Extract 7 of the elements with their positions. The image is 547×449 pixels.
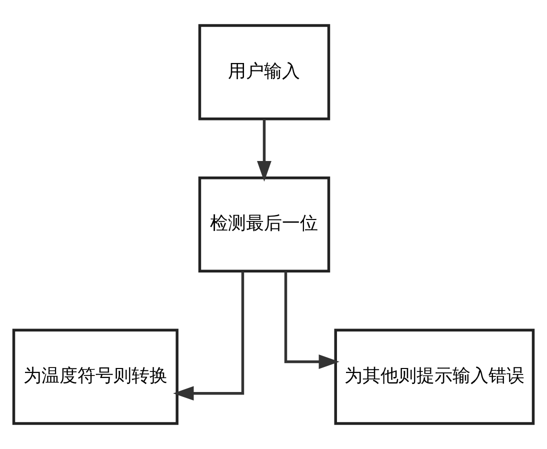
arrow	[257, 119, 272, 182]
arrow	[173, 272, 244, 401]
node-box: 为温度符号则转换	[12, 328, 178, 425]
node-box: 用户输入	[198, 24, 330, 120]
node-box: 检测最后一位	[198, 176, 330, 273]
node-box: 为其他则提示输入错误	[334, 328, 535, 425]
arrow	[284, 271, 340, 369]
